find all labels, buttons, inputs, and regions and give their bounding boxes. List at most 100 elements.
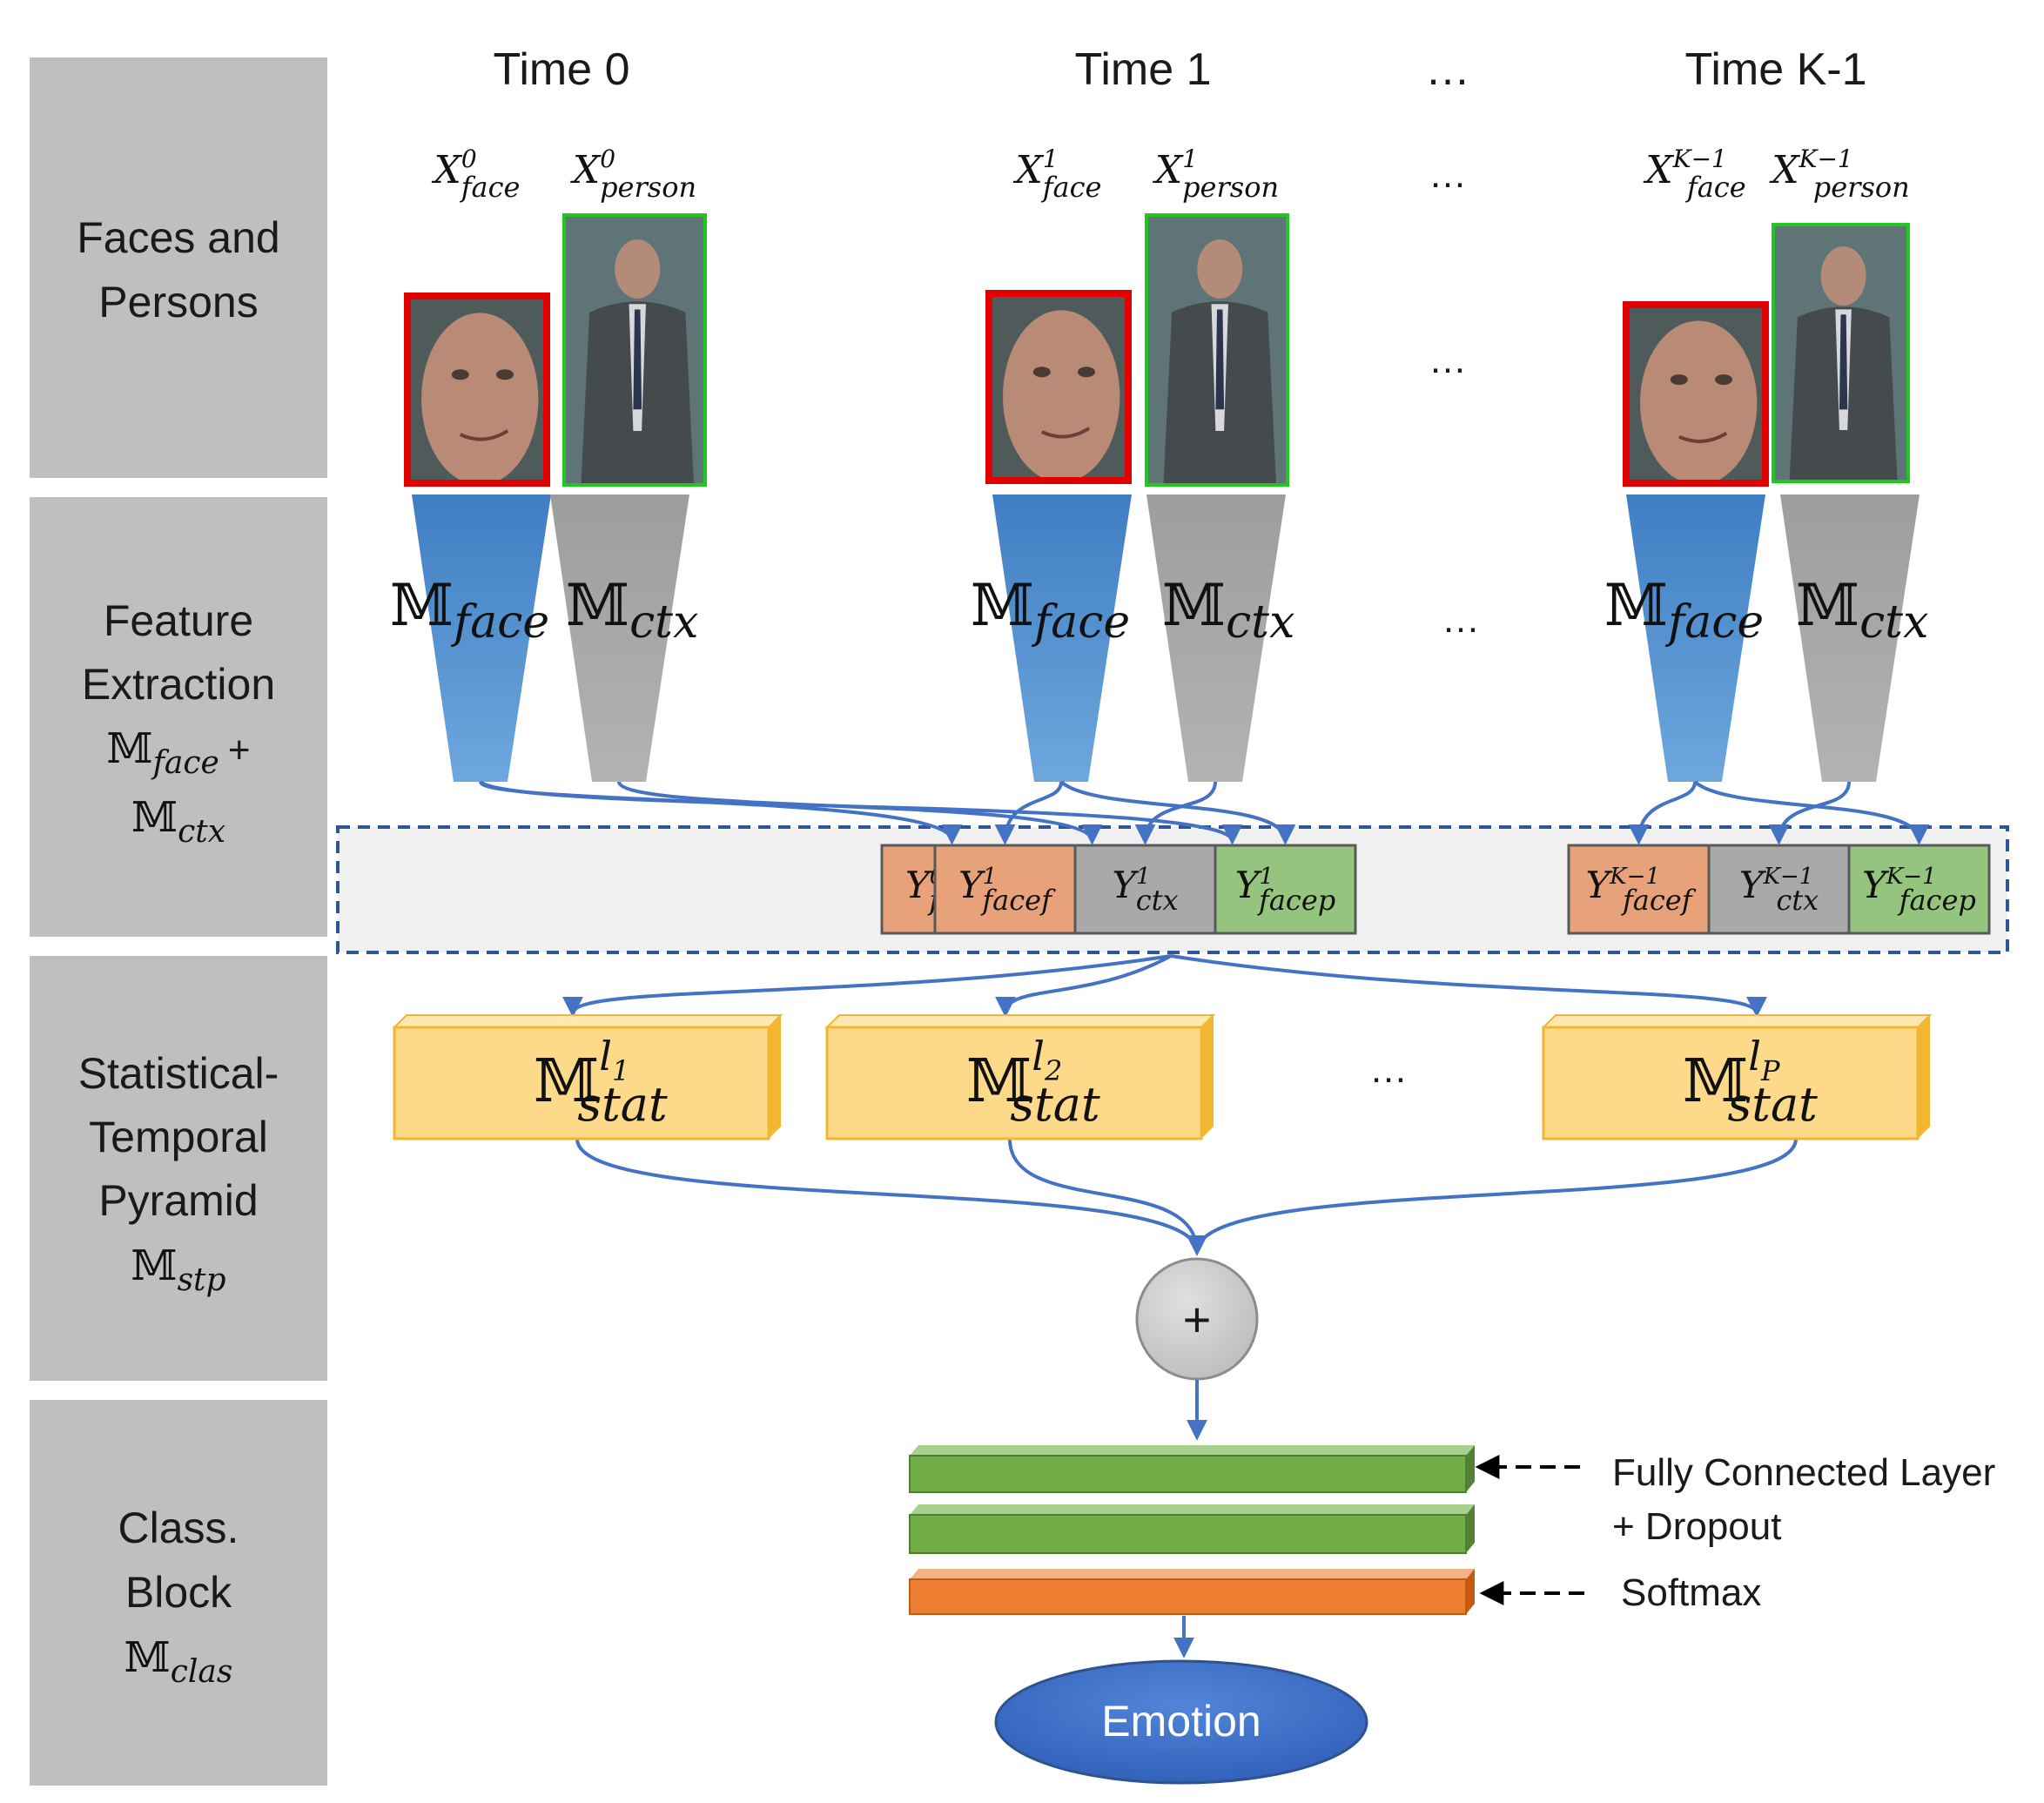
fc-layer-1-top	[910, 1445, 1475, 1456]
pyramid-block-side	[1918, 1015, 1930, 1139]
arrow-face-to-facef	[1628, 781, 1697, 845]
person-box	[1772, 223, 1910, 483]
person-head	[1820, 246, 1866, 306]
fc-layer-2	[909, 1514, 1467, 1554]
time-header-1: Time 1	[1075, 44, 1212, 95]
arrow-ctx-to-ctx	[1768, 781, 1851, 845]
stage-4-label-line1: Class.	[118, 1504, 239, 1552]
stage-panel-faces-persons	[30, 57, 327, 478]
arrow-ctx-to-ctx	[617, 781, 1103, 845]
stage-2-label-line2: Extraction	[82, 660, 275, 709]
fc-label-line2: + Dropout	[1612, 1505, 1781, 1548]
face-encoder-label: 𝕄face	[971, 572, 1130, 649]
stage-panel-classification	[30, 1400, 327, 1786]
emotion-output	[994, 1659, 1368, 1785]
stage-2-label-line1: Feature	[104, 596, 253, 645]
arrow-ctx-to-ctx	[1134, 781, 1217, 845]
fc-layer-1	[909, 1455, 1467, 1493]
face-mouth	[459, 429, 509, 441]
sum-symbol: +	[1183, 1292, 1212, 1347]
pyramid-block-top	[1541, 1014, 1933, 1028]
stage-1-label-line2: Persons	[98, 278, 258, 326]
fc-layer-2-top	[910, 1504, 1475, 1515]
pyramid-block-side	[769, 1015, 781, 1139]
face-box	[985, 290, 1132, 484]
arrow-face-to-facef	[994, 781, 1063, 845]
stage-3-math: 𝕄stp	[131, 1241, 225, 1298]
sum-node	[1135, 1257, 1259, 1381]
arrow-pyramid-to-sum-3	[1187, 1138, 1798, 1256]
ellipsis-encoders: …	[1442, 598, 1480, 641]
fc-layer-2-side	[1466, 1504, 1475, 1553]
face-mouth	[1678, 431, 1728, 443]
face-eye-left	[451, 369, 469, 380]
face-encoder	[1626, 494, 1765, 782]
stage-1-label-line1: Faces and	[77, 213, 279, 262]
face-box	[404, 293, 550, 487]
stage-panels	[30, 57, 327, 1786]
pyramid-block-side	[1201, 1015, 1214, 1139]
arrow-pyramid-to-sum-1	[575, 1138, 1207, 1256]
arrows-layer	[479, 780, 1930, 1256]
person-crop-image	[1145, 213, 1289, 487]
face-skin	[421, 313, 539, 486]
face-skin	[1640, 320, 1758, 486]
person-crop-image	[562, 213, 707, 487]
fc-label-line1: Fully Connected Layer	[1612, 1451, 1995, 1494]
context-encoder-label: 𝕄ctx	[1162, 572, 1294, 649]
face-mouth	[1040, 427, 1091, 439]
face-encoder-label: 𝕄face	[1604, 572, 1764, 649]
stage-4-math: 𝕄clas	[124, 1633, 233, 1690]
pyramid-block-top	[824, 1014, 1216, 1028]
pyramid-block	[393, 1026, 770, 1140]
face-skin	[1003, 310, 1120, 483]
face-encoder	[412, 494, 551, 782]
face-encoder	[992, 494, 1132, 782]
pyramid-block	[1542, 1026, 1920, 1140]
context-encoder-label: 𝕄ctx	[566, 572, 698, 649]
person-box	[562, 213, 707, 487]
fc-layer-1-side	[1466, 1445, 1475, 1492]
person-tie	[1839, 314, 1848, 410]
classifier-block: Fully Connected Layer + Dropout Softmax	[909, 1445, 1995, 1615]
arrow-band-to-pyramid-3	[1170, 954, 1767, 1018]
context-encoder	[550, 494, 689, 782]
face-eye-right	[1715, 374, 1732, 386]
pyramid-block	[825, 1026, 1203, 1140]
face-eye-right	[1078, 367, 1095, 378]
time-header-ellipsis: …	[1425, 44, 1470, 95]
softmax-layer-top	[910, 1569, 1475, 1579]
softmax-layer	[909, 1578, 1467, 1615]
stage-3-label-line3: Pyramid	[98, 1176, 258, 1225]
stage-panel-feature-extraction	[30, 497, 327, 937]
face-eye-left	[1032, 367, 1051, 378]
ellipsis-pyramid: …	[1369, 1048, 1408, 1091]
context-encoder	[1780, 494, 1920, 782]
person-head	[1197, 239, 1243, 299]
feature-face-p-box	[1847, 844, 1991, 935]
person-tie	[1215, 309, 1225, 410]
stage-3-label-line2: Temporal	[89, 1113, 268, 1161]
person-crop-image	[1772, 223, 1910, 483]
ellipsis-inputs-label: …	[1429, 153, 1467, 196]
stage-2-math-line1: 𝕄face+	[106, 724, 250, 781]
person-box	[1145, 213, 1289, 487]
